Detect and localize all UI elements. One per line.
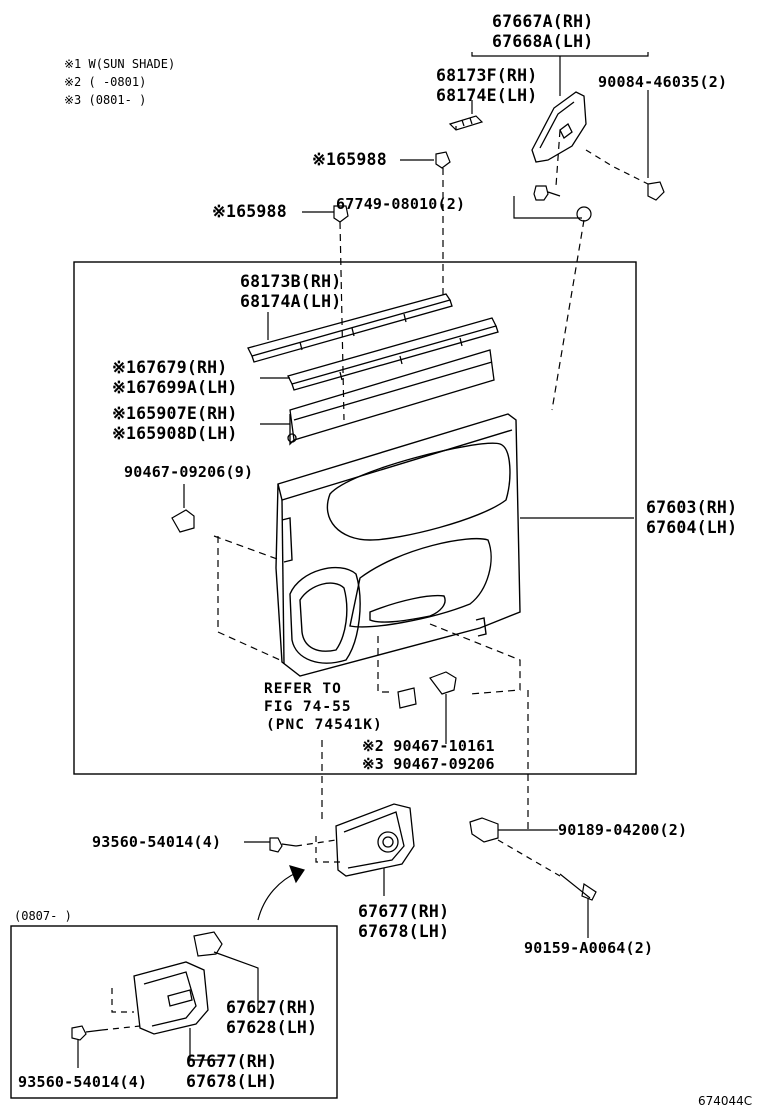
label-90467-09206-9: 90467-09206(9) bbox=[124, 463, 254, 481]
reference-line-1: REFER TO bbox=[264, 681, 342, 697]
label-93560-upper: 93560-54014(4) bbox=[92, 833, 222, 851]
clip-90467-10161 bbox=[429, 671, 457, 695]
note-2: ※2 ( -0801) bbox=[64, 75, 147, 89]
upper-garnish bbox=[531, 91, 587, 163]
label-67677-upper: 67677(RH) bbox=[358, 902, 450, 921]
label-68174A: 68174A(LH) bbox=[240, 292, 342, 311]
label-67677-inset: 67677(RH) bbox=[186, 1052, 278, 1071]
main-frame bbox=[73, 261, 637, 775]
label-67678-inset: 67678(LH) bbox=[186, 1072, 278, 1091]
note-3: ※3 (0801- ) bbox=[64, 93, 147, 107]
label-65988-lower: ※165988 bbox=[212, 202, 287, 221]
inside-handle bbox=[335, 803, 415, 877]
label-67627: 67627(RH) bbox=[226, 998, 318, 1017]
clip-90084 bbox=[647, 181, 665, 201]
screw-93560 bbox=[269, 837, 297, 853]
clip-90467-9 bbox=[171, 509, 195, 533]
inset-switch bbox=[193, 931, 223, 957]
clip-90189 bbox=[469, 817, 499, 843]
label-67679: ※167679(RH) bbox=[112, 358, 228, 377]
label-90159: 90159-A0064(2) bbox=[524, 939, 654, 957]
strip-67679 bbox=[287, 317, 499, 391]
inset-frame bbox=[10, 925, 338, 1099]
label-93560-inset: 93560-54014(4) bbox=[18, 1073, 148, 1091]
label-67667A: 67667A(RH) bbox=[492, 12, 594, 31]
label-67603: 67603(RH) bbox=[646, 498, 738, 517]
strip-68173B bbox=[247, 293, 453, 363]
inset-screw bbox=[71, 1025, 103, 1041]
reference-line-3: (PNC 74541K) bbox=[266, 717, 383, 733]
screw-90159 bbox=[559, 873, 597, 901]
clip-65988-lower bbox=[333, 205, 349, 223]
label-67604: 67604(LH) bbox=[646, 518, 738, 537]
clip-reference bbox=[397, 687, 417, 709]
label-90084: 90084-46035(2) bbox=[598, 73, 728, 91]
reference-line-2: FIG 74-55 bbox=[264, 699, 352, 715]
label-67668A: 67668A(LH) bbox=[492, 32, 594, 51]
label-65908D: ※165908D(LH) bbox=[112, 424, 238, 443]
label-68173F: 68173F(RH) bbox=[436, 66, 538, 85]
clip-68173F bbox=[448, 115, 484, 131]
clip-65988-upper bbox=[435, 151, 451, 169]
label-67699A: ※167699A(LH) bbox=[112, 378, 238, 397]
label-67628: 67628(LH) bbox=[226, 1018, 318, 1037]
nut-67749 bbox=[576, 206, 592, 222]
inset-date-range: (0807- ) bbox=[14, 909, 72, 923]
inset-handle bbox=[133, 961, 209, 1035]
label-65907E: ※165907E(RH) bbox=[112, 404, 238, 423]
label-65988-upper: ※165988 bbox=[312, 150, 387, 169]
label-90467-10161: ※2 90467-10161 bbox=[362, 737, 495, 755]
label-67749: 67749-08010(2) bbox=[336, 195, 466, 213]
strip-65907E bbox=[287, 349, 495, 446]
diagram-code: 674044C bbox=[698, 1094, 753, 1108]
door-trim-panel bbox=[275, 413, 521, 677]
screw-67749 bbox=[533, 185, 561, 201]
label-68174E: 68174E(LH) bbox=[436, 86, 538, 105]
note-1: ※1 W(SUN SHADE) bbox=[64, 57, 176, 71]
label-90467-09206: ※3 90467-09206 bbox=[362, 755, 495, 773]
label-67678-upper: 67678(LH) bbox=[358, 922, 450, 941]
curved-arrow bbox=[257, 871, 299, 921]
label-68173B: 68173B(RH) bbox=[240, 272, 342, 291]
label-90189: 90189-04200(2) bbox=[558, 821, 688, 839]
